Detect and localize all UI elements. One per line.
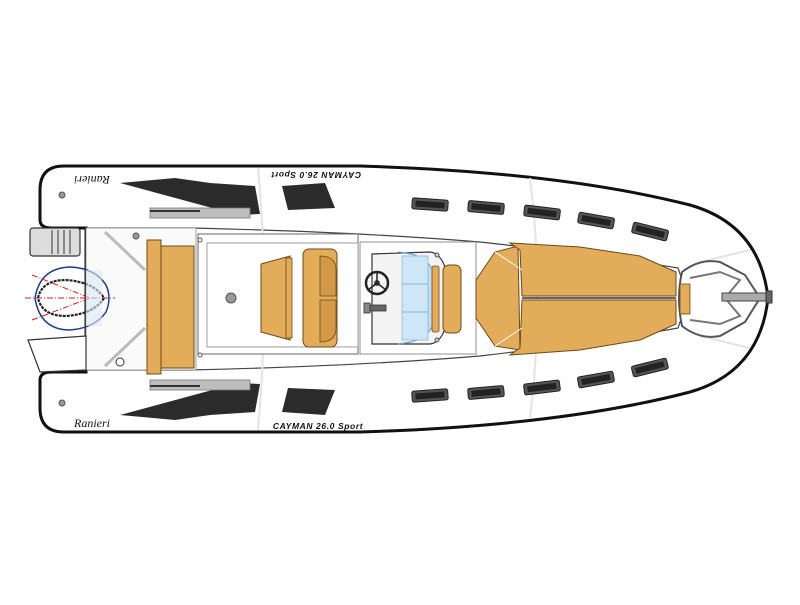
outboard-engine-outline [25,266,115,331]
stern-sun-pad [146,239,195,375]
helm-seat [302,248,338,348]
bow-anchor-roller [678,260,773,338]
bow-sun-pad [475,242,677,356]
throttle-lever [363,302,387,314]
console-front-seat [442,264,462,334]
svg-text:CAYMAN 26.0 Sport: CAYMAN 26.0 Sport [270,170,361,180]
cockpit-seat [260,255,293,341]
deck-drain [225,292,237,304]
tube-graphics [58,178,335,420]
console-front-seat-back [431,265,440,333]
swim-platform [27,335,87,373]
steering-wheel-icon [364,270,390,296]
tube-handles [411,197,669,403]
console-area [359,241,477,355]
svg-text:Ranieri: Ranieri [74,173,111,187]
model-label-top: CAYMAN 26.0 Sport [270,170,361,180]
model-label-bottom: CAYMAN 26.0 Sport [273,421,364,431]
brand-logo-bottom: Ranieri [73,416,110,430]
brand-logo-top: Ranieri [74,173,111,187]
boarding-ladder [29,227,81,257]
windscreen [401,255,429,341]
